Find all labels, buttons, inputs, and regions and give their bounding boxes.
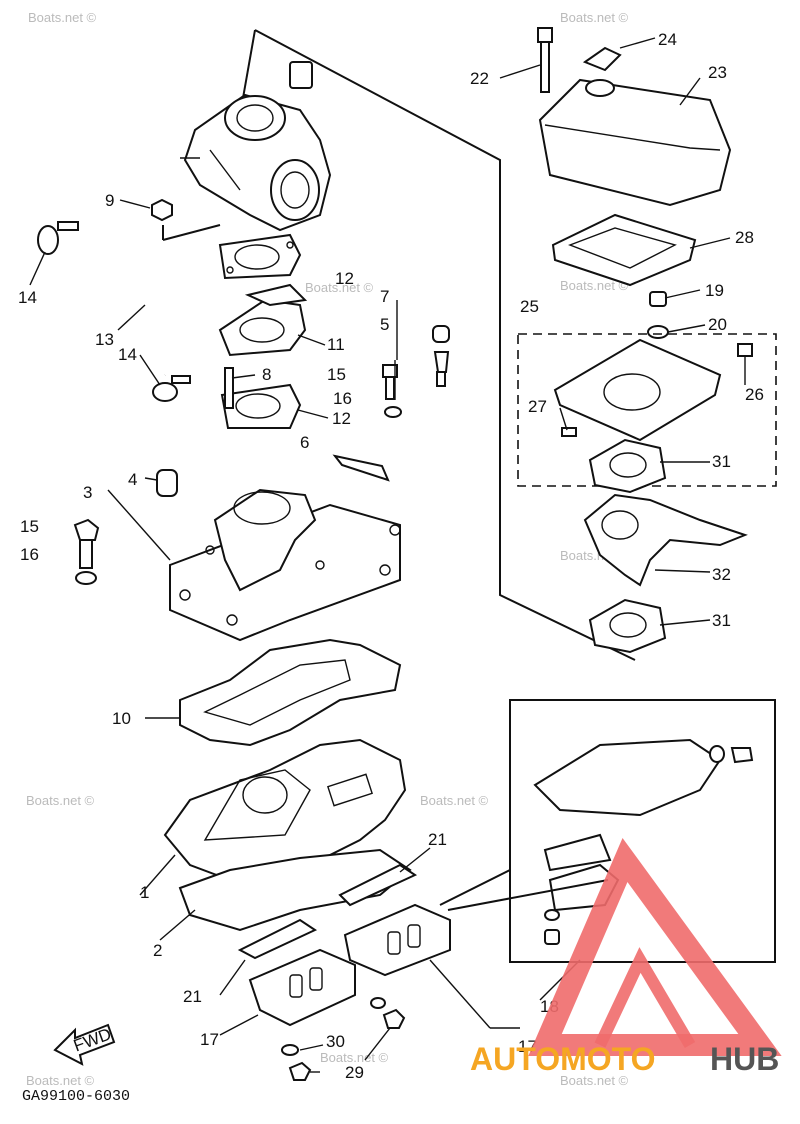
watermark-text: Boats.net © — [26, 1073, 95, 1088]
air-box — [537, 27, 732, 207]
callout-26: 26 — [745, 385, 764, 404]
stud — [224, 367, 234, 409]
watermark-text: Boats.net © — [320, 1050, 389, 1065]
callout-1: 1 — [140, 883, 149, 902]
adapter-gaskets — [583, 438, 748, 654]
callout-8: 8 — [262, 365, 271, 384]
callout-6: 6 — [300, 433, 309, 452]
callout-11: 11 — [327, 335, 345, 354]
carburetor — [180, 61, 332, 232]
forward-direction-arrow: FWD — [53, 1023, 116, 1066]
callout-9: 9 — [105, 191, 114, 210]
fuel-hose — [37, 221, 191, 402]
callout-27: 27 — [528, 397, 547, 416]
callout-14-upper: 14 — [18, 288, 37, 307]
manifold-gasket — [179, 638, 402, 747]
reed-valve-assembly — [237, 863, 451, 1027]
filter-element — [551, 213, 697, 287]
logo-text-hub: HUB — [710, 1041, 779, 1077]
fitting-parts — [332, 325, 450, 482]
cap — [156, 469, 178, 497]
watermark-text: Boats.net © — [420, 793, 489, 808]
bolt-left — [73, 518, 100, 585]
callout-12-upper: 12 — [335, 269, 354, 288]
nut — [151, 198, 221, 241]
callout-2: 2 — [153, 941, 162, 960]
callout-30: 30 — [326, 1032, 345, 1051]
watermark-text: Boats.net © — [26, 793, 95, 808]
reed-detail-inset — [439, 699, 776, 963]
watermark-text: Boats.net © — [305, 280, 374, 295]
carb-spacer — [218, 283, 308, 357]
screws — [281, 997, 406, 1081]
callout-3: 3 — [83, 483, 92, 502]
watermark-text: Boats.net © — [28, 10, 97, 25]
callout-13: 13 — [95, 330, 114, 349]
callout-25: 25 — [520, 297, 539, 316]
callout-14-lower: 14 — [118, 345, 137, 364]
callout-22: 22 — [470, 69, 489, 88]
callout-32: 32 — [712, 565, 731, 584]
callout-20: 20 — [708, 315, 727, 334]
watermark-text: Boats.net © — [560, 10, 629, 25]
callout-19: 19 — [705, 281, 724, 300]
intake-manifold — [169, 488, 401, 642]
callout-12-lower: 12 — [332, 409, 351, 428]
callout-17-left: 17 — [200, 1030, 219, 1049]
callout-16-right: 16 — [333, 389, 352, 408]
gasket-upper — [218, 233, 302, 280]
automotohub-logo: AUTOMOTO HUB — [470, 837, 782, 1077]
callouts: 1 2 3 4 5 6 7 8 9 10 11 12 12 13 14 14 1… — [18, 30, 764, 1082]
callout-21-right: 21 — [428, 830, 447, 849]
callout-23: 23 — [708, 63, 727, 82]
watermark-text: Boats.net © — [560, 1073, 629, 1088]
leader-lines — [29, 37, 746, 1073]
callout-15-right: 15 — [327, 365, 346, 384]
diagram-code: GA99100-6030 — [22, 1088, 130, 1105]
callout-16-left: 16 — [20, 545, 39, 564]
callout-4: 4 — [128, 470, 137, 489]
callout-29: 29 — [345, 1063, 364, 1082]
watermark-text: Boats.net © — [560, 278, 629, 293]
callout-24: 24 — [658, 30, 677, 49]
watermarks: Boats.net © Boats.net © Boats.net © Boat… — [26, 10, 629, 1088]
callout-10: 10 — [112, 709, 131, 728]
filter-base — [517, 291, 777, 487]
callout-28: 28 — [735, 228, 754, 247]
callout-31-upper: 31 — [712, 452, 731, 471]
callout-7: 7 — [380, 287, 389, 306]
callout-31-lower: 31 — [712, 611, 731, 630]
callout-21-left: 21 — [183, 987, 202, 1006]
logo-text-auto: AUTOMOTO — [470, 1041, 655, 1077]
callout-15-left: 15 — [20, 517, 39, 536]
gasket-lower — [220, 383, 302, 429]
callout-5: 5 — [380, 315, 389, 334]
